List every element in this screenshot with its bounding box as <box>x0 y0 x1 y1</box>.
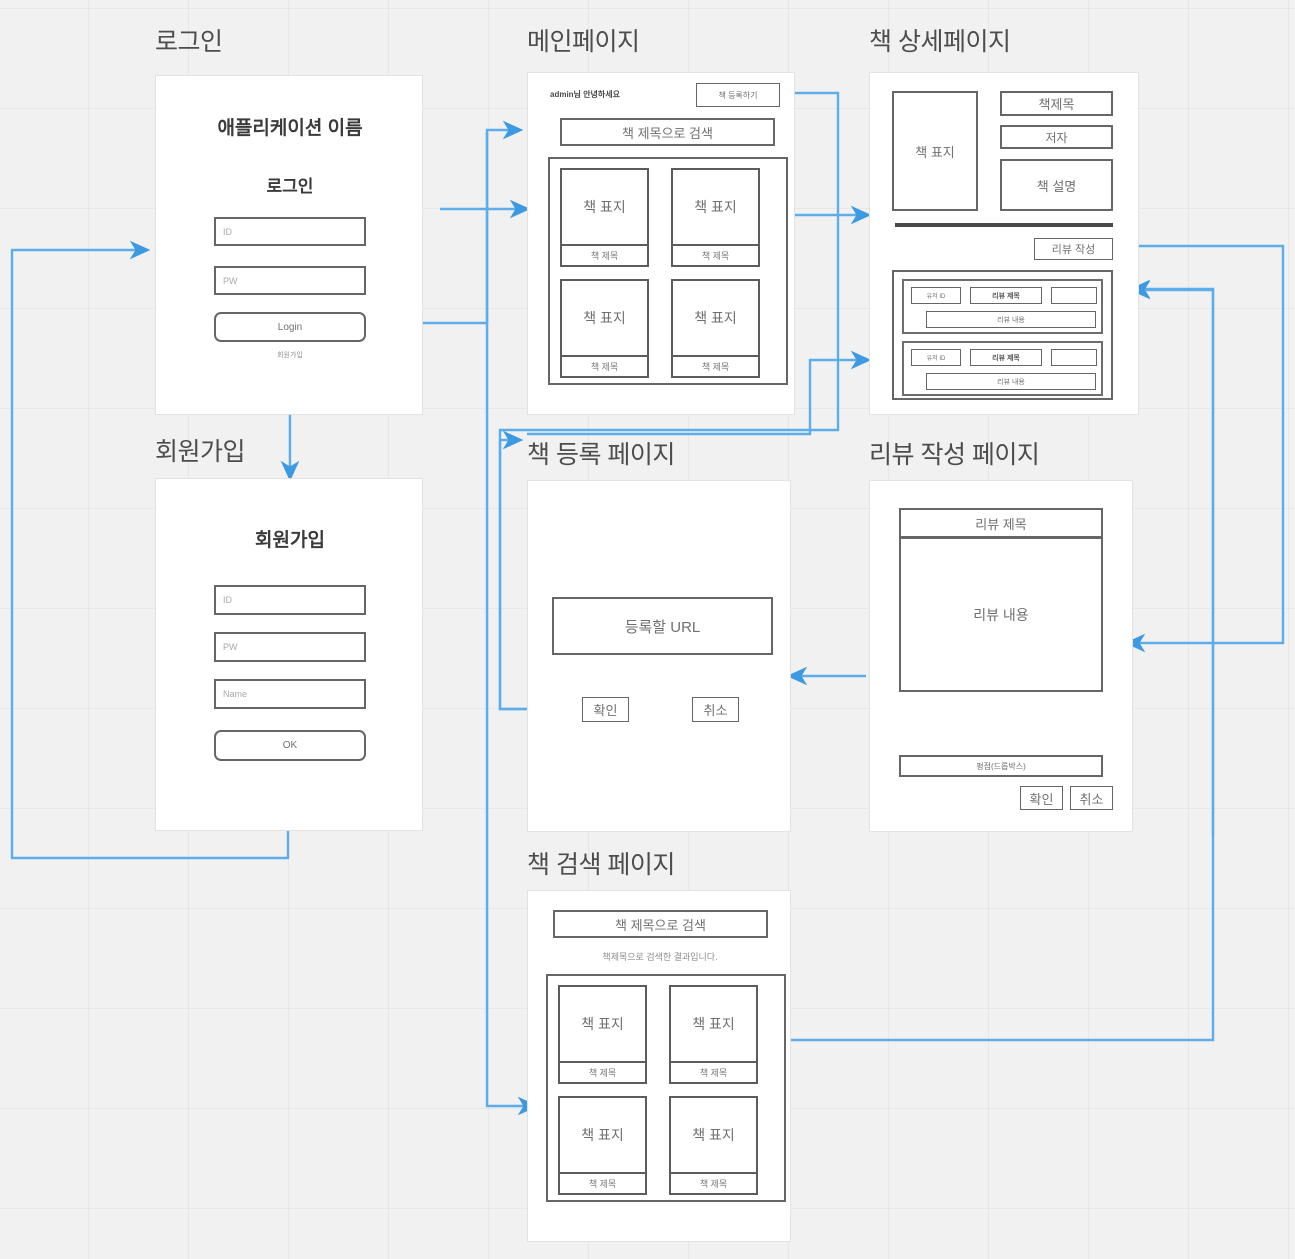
review-title: 리뷰 제목 <box>970 287 1042 304</box>
detail-review-row-2: 유저 ID 리뷰 제목 리뷰 내용 <box>902 341 1103 396</box>
login-signup-link[interactable]: 회원가입 <box>277 352 303 359</box>
book-cover-label: 책 표지 <box>583 199 626 215</box>
signup-form-heading: 회원가입 <box>255 529 325 551</box>
signup-pw-input[interactable]: PW <box>214 632 366 662</box>
book-title-label: 책 제목 <box>562 244 647 265</box>
book-cover-label: 책 표지 <box>692 1016 735 1032</box>
book-title-label: 책 제목 <box>560 1172 645 1193</box>
review-rating <box>1051 287 1097 304</box>
login-pw-input[interactable]: PW <box>214 266 366 295</box>
section-title-signup: 회원가입 <box>155 438 246 466</box>
review-content: 리뷰 내용 <box>926 373 1096 390</box>
login-id-input[interactable]: ID <box>214 217 366 246</box>
review-content: 리뷰 내용 <box>926 311 1096 328</box>
section-title-main: 메인페이지 <box>527 28 640 56</box>
main-book-card-2[interactable]: 책 표지 책 제목 <box>671 168 760 267</box>
review-user-id: 유저 ID <box>911 349 961 366</box>
signup-ok-button[interactable]: OK <box>214 730 366 761</box>
screen-review-write: 리뷰 제목 리뷰 내용 평점(드롭박스) 확인 취소 <box>869 480 1133 832</box>
book-title-label: 책 제목 <box>673 244 758 265</box>
search-book-card-4[interactable]: 책 표지 책 제목 <box>669 1096 758 1195</box>
login-form-heading: 로그인 <box>266 176 314 196</box>
screen-book-detail: 책 표지 책제목 저자 책 설명 리뷰 작성 유저 ID 리뷰 제목 리뷰 내용… <box>869 72 1139 415</box>
section-title-book-register: 책 등록 페이지 <box>527 441 675 469</box>
section-title-review-write: 리뷰 작성 페이지 <box>869 441 1040 469</box>
detail-review-row-1: 유저 ID 리뷰 제목 리뷰 내용 <box>902 279 1103 334</box>
book-cover-label: 책 표지 <box>581 1127 624 1143</box>
search-book-card-1[interactable]: 책 표지 책 제목 <box>558 985 647 1084</box>
search-book-card-2[interactable]: 책 표지 책 제목 <box>669 985 758 1084</box>
login-app-name: 애플리케이션 이름 <box>217 117 363 139</box>
review-title-input[interactable]: 리뷰 제목 <box>899 508 1103 538</box>
review-rating <box>1051 349 1097 366</box>
main-book-card-1[interactable]: 책 표지 책 제목 <box>560 168 649 267</box>
main-book-card-4[interactable]: 책 표지 책 제목 <box>671 279 760 378</box>
screen-book-register: 등록할 URL 확인 취소 <box>527 480 791 832</box>
book-cover-label: 책 표지 <box>694 310 737 326</box>
book-cover-label: 책 표지 <box>583 310 626 326</box>
screen-book-search: 책 제목으로 검색 책제목으로 검색한 결과입니다. 책 표지 책 제목 책 표… <box>527 890 791 1242</box>
book-title-label: 책 제목 <box>560 1061 645 1082</box>
section-title-login: 로그인 <box>155 28 223 56</box>
detail-book-description: 책 설명 <box>1000 159 1113 211</box>
detail-book-title: 책제목 <box>1000 91 1113 116</box>
detail-book-author: 저자 <box>1000 125 1113 149</box>
section-title-book-detail: 책 상세페이지 <box>869 28 1011 56</box>
arrow-review-write-to-detail <box>1129 279 1215 836</box>
section-title-book-search: 책 검색 페이지 <box>527 851 675 879</box>
book-title-label: 책 제목 <box>673 355 758 376</box>
screen-main: admin님 안녕하세요 책 등록하기 책 제목으로 검색 책 표지 책 제목 … <box>527 72 795 415</box>
screen-login: 애플리케이션 이름 로그인 ID PW Login 회원가입 <box>155 75 423 415</box>
book-cover-label: 책 표지 <box>692 1127 735 1143</box>
search-input[interactable]: 책 제목으로 검색 <box>553 910 768 938</box>
main-search-input[interactable]: 책 제목으로 검색 <box>560 118 775 146</box>
review-cancel-button[interactable]: 취소 <box>1070 786 1113 810</box>
review-title: 리뷰 제목 <box>970 349 1042 366</box>
review-confirm-button[interactable]: 확인 <box>1020 786 1063 810</box>
search-book-card-3[interactable]: 책 표지 책 제목 <box>558 1096 647 1195</box>
search-result-note: 책제목으로 검색한 결과입니다. <box>602 951 718 962</box>
review-rating-select[interactable]: 평점(드롭박스) <box>899 755 1103 777</box>
register-confirm-button[interactable]: 확인 <box>582 697 629 722</box>
main-book-card-3[interactable]: 책 표지 책 제목 <box>560 279 649 378</box>
book-title-label: 책 제목 <box>671 1061 756 1082</box>
register-cancel-button[interactable]: 취소 <box>692 697 739 722</box>
detail-book-cover: 책 표지 <box>892 91 978 211</box>
main-register-book-button[interactable]: 책 등록하기 <box>696 83 780 107</box>
book-title-label: 책 제목 <box>671 1172 756 1193</box>
book-cover-label: 책 표지 <box>581 1016 624 1032</box>
signup-id-input[interactable]: ID <box>214 585 366 615</box>
main-greeting: admin님 안녕하세요 <box>550 89 620 99</box>
detail-write-review-button[interactable]: 리뷰 작성 <box>1034 238 1113 260</box>
review-content-textarea[interactable]: 리뷰 내용 <box>899 537 1103 692</box>
review-user-id: 유저 ID <box>911 287 961 304</box>
screen-signup: 회원가입 ID PW Name OK <box>155 478 423 831</box>
login-submit-button[interactable]: Login <box>214 312 366 342</box>
register-url-input[interactable]: 등록할 URL <box>552 597 773 655</box>
book-cover-label: 책 표지 <box>694 199 737 215</box>
detail-divider <box>895 223 1113 227</box>
signup-name-input[interactable]: Name <box>214 679 366 709</box>
book-title-label: 책 제목 <box>562 355 647 376</box>
